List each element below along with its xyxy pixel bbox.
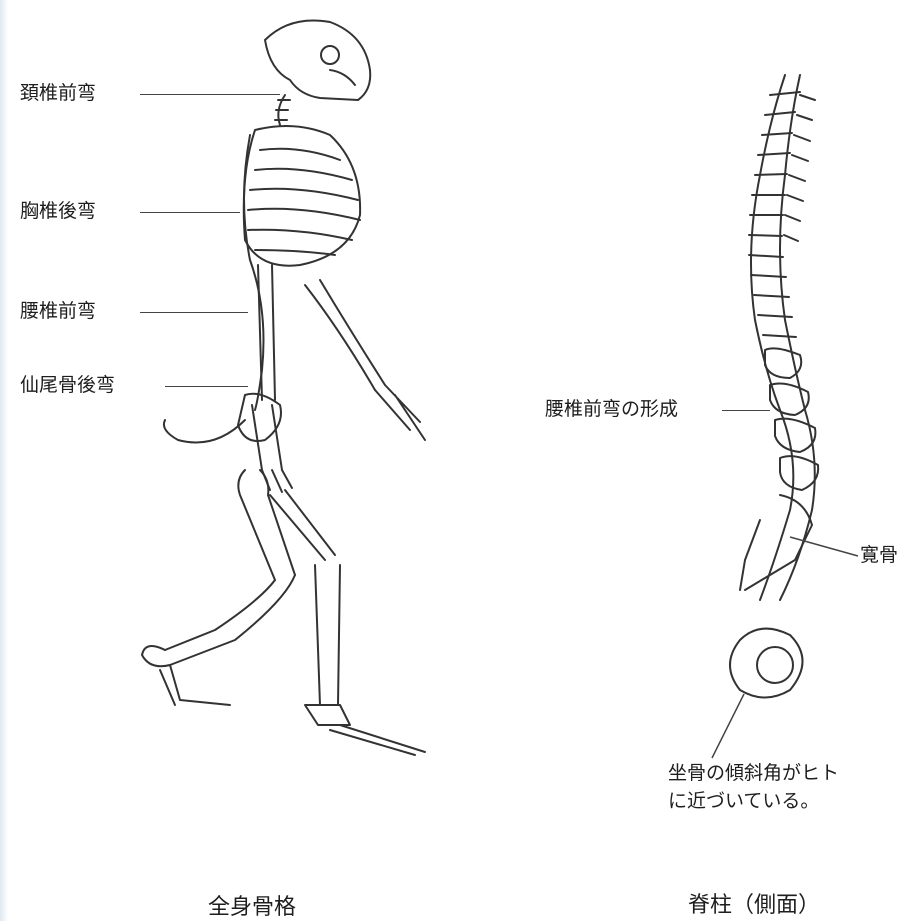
spine-side-caption: 脊柱（側面） [688,893,820,919]
ischium-note-line1: 坐骨の傾斜角がヒト [668,760,839,787]
ischium-note-line2: に近づいている。 [668,788,819,815]
